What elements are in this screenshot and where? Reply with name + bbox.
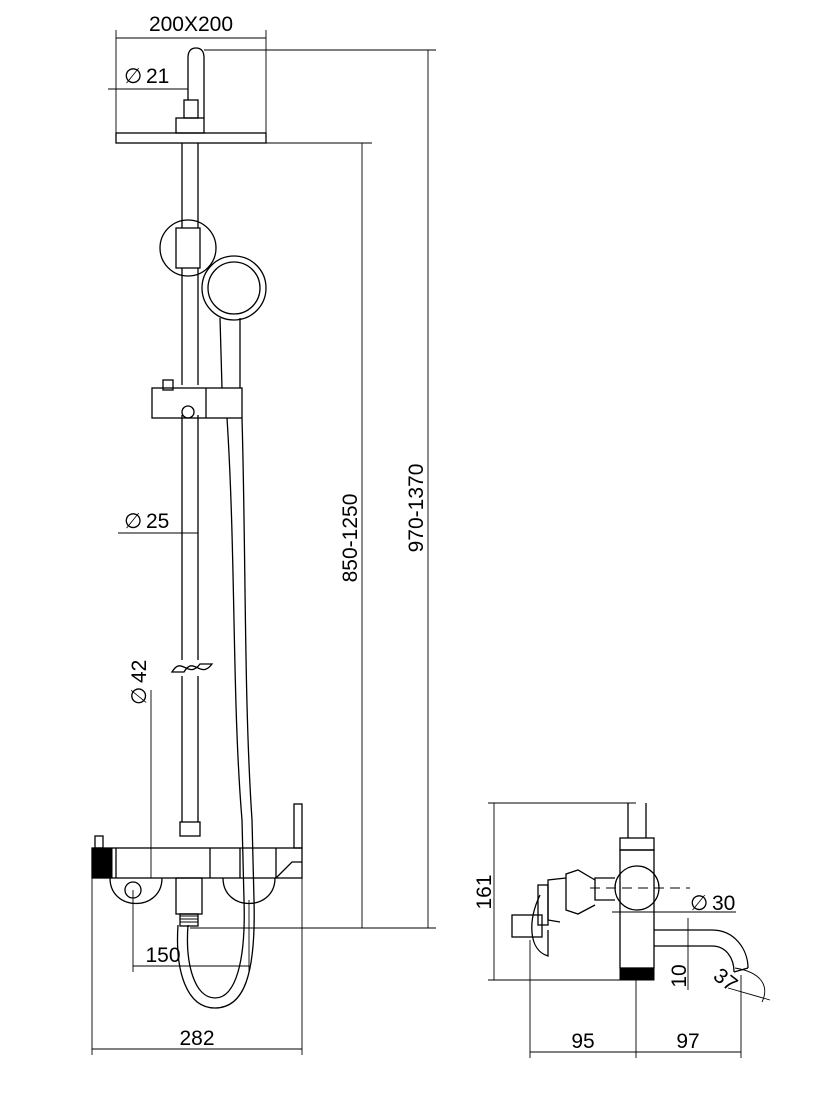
front-view: 200X200 21 ∅ 25 ∅ 42 ∅ 850-1250 (91, 13, 436, 1055)
hose (176, 417, 255, 1009)
head-size-label: 200X200 (149, 13, 233, 36)
spout-offset-label: 10 (668, 964, 691, 987)
dim-inlet-spacing: 150 (132, 890, 250, 972)
body-diameter-label: 42 (128, 660, 151, 683)
total-height-label: 970-1370 (405, 464, 428, 553)
dim-rail-diameter: 25 ∅ (118, 510, 198, 534)
inlet-spacing-label: 150 (145, 944, 180, 967)
dim-spout-offset: 10 (668, 918, 691, 990)
dim-body-diameter: 42 ∅ (128, 660, 152, 878)
rail-diameter-label: 25 (146, 510, 169, 533)
dim-arm-diameter: 21 ∅ (108, 65, 188, 90)
upper-riser-pipe (181, 143, 199, 228)
shower-head (115, 47, 267, 144)
dim-spout-diameter: 30 ∅ (612, 892, 736, 915)
diameter-symbol: ∅ (124, 65, 142, 88)
dim-side-height: 161 (473, 803, 628, 981)
side-body (590, 849, 690, 981)
dim-spout-reach: 97 (636, 975, 742, 1058)
side-height-label: 161 (473, 874, 496, 909)
side-riser (488, 802, 655, 851)
diameter-symbol: ∅ (690, 892, 708, 915)
dim-head-size: 200X200 (115, 13, 267, 133)
side-inlet (511, 869, 615, 957)
arm-diameter-label: 21 (146, 65, 169, 88)
spout-reach-label: 97 (676, 1030, 699, 1053)
dim-side-depth: 95 (529, 940, 637, 1058)
body-width-label: 282 (179, 1027, 214, 1050)
hand-shower (201, 255, 267, 389)
dim-total-height: 970-1370 (204, 49, 436, 928)
slide-holder (151, 379, 243, 419)
dim-spout-angle: 37 (709, 964, 771, 1003)
side-view: 161 30 ∅ 10 37 95 97 (473, 802, 771, 1058)
side-spout (654, 929, 749, 973)
riser-rail (170, 268, 214, 837)
spout-diameter-label: 30 (712, 892, 735, 915)
rail-height-label: 850-1250 (339, 494, 362, 583)
diameter-symbol: ∅ (128, 687, 151, 705)
dim-rail-height: 850-1250 (190, 142, 436, 929)
side-depth-label: 95 (571, 1030, 594, 1053)
mixer-body (91, 803, 303, 927)
dim-body-width: 282 (91, 878, 303, 1055)
diameter-symbol: ∅ (124, 510, 142, 533)
top-wall-bracket (159, 219, 217, 277)
